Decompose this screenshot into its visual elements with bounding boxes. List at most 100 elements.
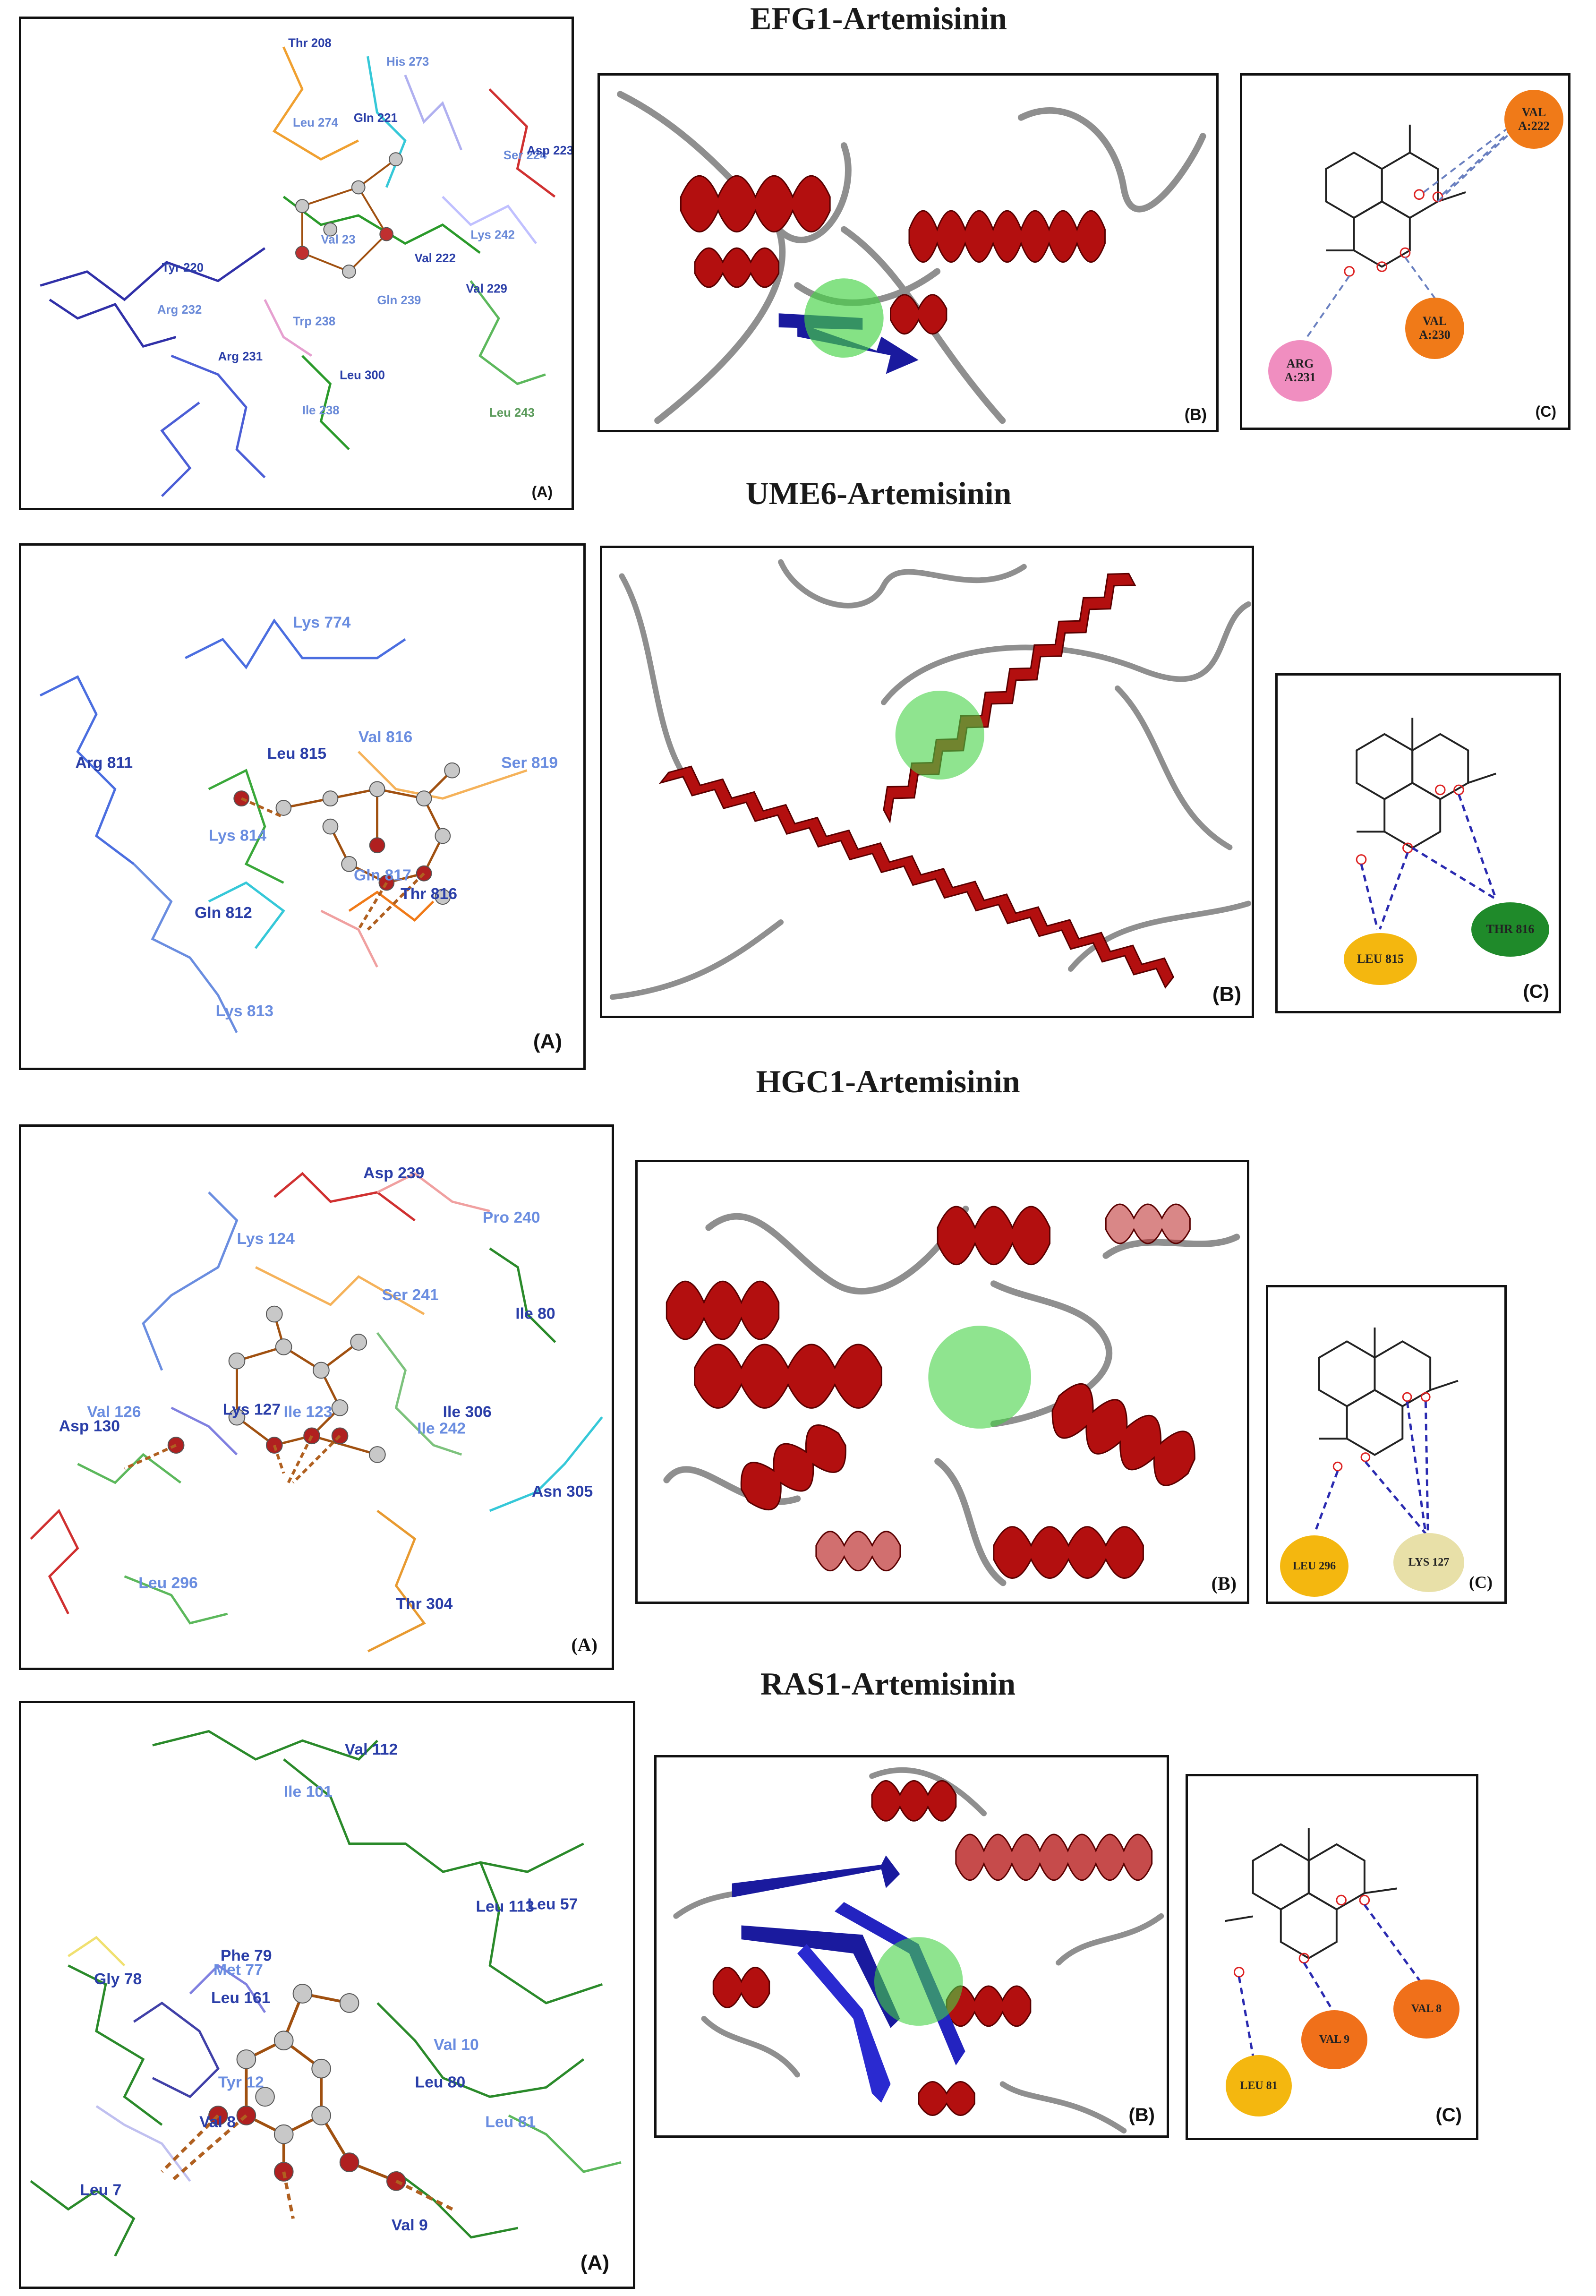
interaction-residue: LEU 815 xyxy=(1344,933,1417,985)
section-title-hgc1: HGC1-Artemisinin xyxy=(756,1063,1020,1099)
residue-label: Ile 306 xyxy=(443,1403,492,1421)
residue-label: Leu 296 xyxy=(138,1574,197,1592)
residue-label: Val 9 xyxy=(392,2216,428,2234)
panel-label: (A) xyxy=(571,1634,597,1655)
artemisinin-2d-structure xyxy=(1356,718,1497,930)
artemisinin-2d-structure xyxy=(1306,117,1522,337)
interaction-residue: LEU 81 xyxy=(1226,2055,1292,2116)
panel-label: (A) xyxy=(531,483,553,500)
residue-label: Leu 161 xyxy=(211,1989,271,2007)
residue-label: Leu 80 xyxy=(415,2073,465,2091)
residue-label: Gln 221 xyxy=(354,111,398,125)
interaction-residue: VAL A:222 xyxy=(1504,90,1563,149)
residue-label: Asp 223 xyxy=(527,144,572,157)
residue-label: Arg 811 xyxy=(75,754,133,772)
residue-label: Tyr 220 xyxy=(162,261,204,274)
panel-label: (C) xyxy=(1523,981,1549,1002)
residue-label: Lys 127 xyxy=(223,1401,281,1419)
section-title-ras1: RAS1-Artemisinin xyxy=(760,1666,1016,1702)
residue-label: Thr 208 xyxy=(288,36,332,50)
residue-label: Val 126 xyxy=(87,1403,141,1421)
residue-label: Ile 242 xyxy=(417,1419,466,1437)
residue-label: Lys 242 xyxy=(470,229,515,242)
panel-label: (B) xyxy=(1184,406,1207,424)
residue-label: Gln 239 xyxy=(377,294,421,307)
hgc1-protein-ribbon-panel: (B) xyxy=(635,1160,1249,1604)
artemisinin-2d-structure xyxy=(1225,1828,1421,2056)
hgc1-ribbon-render xyxy=(663,1203,1240,1586)
hgc1-residue-stick-diagram: Asp 239 Pro 240 Lys 124 Ser 241 Ile 80 V… xyxy=(30,1164,603,1653)
interaction-residue: VAL A:230 xyxy=(1405,298,1464,359)
ras1-ribbon-render xyxy=(673,1767,1164,2134)
residue-label: Lys 124 xyxy=(237,1230,295,1248)
ras1-protein-ribbon-panel: (B) xyxy=(654,1755,1169,2138)
interaction-residue: VAL 8 xyxy=(1393,1979,1459,2039)
residue-label: Val 229 xyxy=(466,282,507,295)
ume6-protein-ribbon-panel: (B) xyxy=(600,546,1254,1018)
residue-label: Ile 238 xyxy=(302,404,340,417)
ume6-2d-interaction-panel: LEU 815 THR 816 (C) xyxy=(1275,673,1561,1013)
residue-label: Leu 243 xyxy=(489,406,535,420)
residue-label: Val 23 xyxy=(321,233,355,246)
residue-label: Val 816 xyxy=(358,728,412,746)
panel-label: (A) xyxy=(533,1030,562,1053)
residue-label: Ile 101 xyxy=(284,1782,333,1800)
residue-label: Trp 238 xyxy=(293,315,335,328)
residue-label: Ser 241 xyxy=(382,1286,439,1304)
residue-label: Ile 80 xyxy=(515,1304,555,1322)
panel-label: (A) xyxy=(580,2251,609,2274)
residue-label: Lys 814 xyxy=(209,827,267,844)
residue-label: Leu 57 xyxy=(528,1895,578,1913)
residue-label: Leu 274 xyxy=(293,116,339,129)
ume6-ribbon-render xyxy=(609,559,1252,1000)
ras1-interaction-view-panel: Val 112 Ile 101 Leu 57 Leu 113 Phe 79 Me… xyxy=(19,1701,635,2289)
panel-label: (C) xyxy=(1435,2105,1462,2125)
efg1-residue-stick-diagram: Thr 208 His 273 Leu 274 Gln 221 Ser 224 … xyxy=(40,36,572,497)
residue-label: Thr 816 xyxy=(401,885,457,903)
interaction-residue: LEU 296 xyxy=(1280,1535,1348,1597)
artemisinin-2d-structure xyxy=(1313,1327,1459,1534)
panel-label: (B) xyxy=(1128,2105,1155,2125)
efg1-protein-ribbon-panel: (B) xyxy=(597,73,1219,432)
residue-label: Asn 305 xyxy=(532,1482,593,1500)
panel-label: (C) xyxy=(1535,403,1556,420)
residue-label: Gln 817 xyxy=(354,867,411,884)
residue-label: Arg 231 xyxy=(218,350,263,363)
residue-label: Thr 304 xyxy=(396,1595,453,1613)
residue-label: Met 77 xyxy=(213,1961,263,1979)
ras1-residue-stick-diagram: Val 112 Ile 101 Leu 57 Leu 113 Phe 79 Me… xyxy=(30,1730,622,2257)
interaction-residue: THR 816 xyxy=(1471,902,1549,957)
residue-label: Leu 300 xyxy=(340,369,385,382)
efg1-interaction-view-panel: Thr 208 His 273 Leu 274 Gln 221 Ser 224 … xyxy=(19,17,574,510)
residue-label: Leu 113 xyxy=(476,1897,534,1915)
residue-label: Gly 78 xyxy=(94,1970,142,1988)
residue-label: Leu 815 xyxy=(267,745,326,762)
residue-label: Arg 232 xyxy=(157,303,202,317)
residue-label: Lys 774 xyxy=(293,614,351,631)
residue-label: Val 10 xyxy=(434,2036,479,2054)
efg1-ribbon-render xyxy=(617,91,1206,424)
interaction-residue: VAL 9 xyxy=(1301,2010,1367,2069)
interaction-residue: LYS 127 xyxy=(1393,1533,1464,1592)
residue-label: Leu 7 xyxy=(80,2181,121,2199)
hgc1-2d-interaction-panel: LEU 296 LYS 127 (C) xyxy=(1266,1285,1507,1604)
panel-label: (B) xyxy=(1211,1573,1237,1594)
residue-label: Val 8 xyxy=(199,2113,236,2131)
residue-label: Val 112 xyxy=(345,1740,398,1758)
section-title-ume6: UME6-Artemisinin xyxy=(745,475,1012,511)
residue-label: Gln 812 xyxy=(195,904,252,922)
ume6-interaction-view-panel: Lys 774 Arg 811 Leu 815 Val 816 Ser 819 … xyxy=(19,543,586,1070)
panel-label: (B) xyxy=(1212,983,1241,1006)
residue-label: His 273 xyxy=(386,55,429,69)
residue-label: Ser 819 xyxy=(501,754,558,772)
residue-label: Asp 130 xyxy=(59,1417,120,1435)
residue-label: Phe 79 xyxy=(221,1947,272,1965)
efg1-2d-interaction-panel: VAL A:222 VAL A:230 ARG A:231 (C) xyxy=(1240,73,1570,430)
ume6-residue-stick-diagram: Lys 774 Arg 811 Leu 815 Val 816 Ser 819 … xyxy=(39,614,558,1033)
section-title-efg1: EFG1-Artemisinin xyxy=(750,0,1007,36)
residue-label: Ser 224 xyxy=(504,149,547,162)
residue-label: Leu 81 xyxy=(485,2113,536,2131)
residue-label: Lys 813 xyxy=(216,1002,273,1020)
hgc1-interaction-view-panel: Asp 239 Pro 240 Lys 124 Ser 241 Ile 80 V… xyxy=(19,1124,614,1670)
residue-label: Pro 240 xyxy=(483,1208,540,1226)
